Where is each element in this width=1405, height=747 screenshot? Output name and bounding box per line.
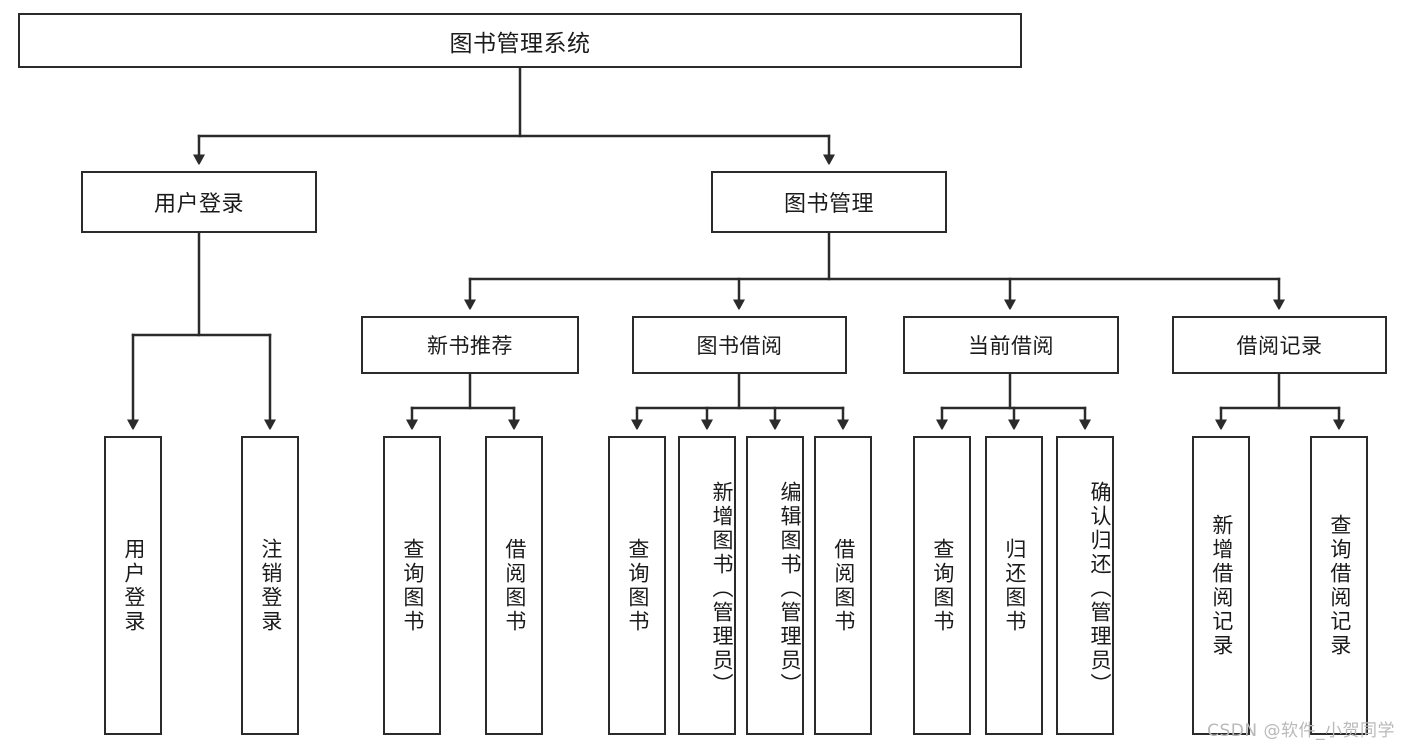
node-leaf-user-login[interactable]: 用户登录	[104, 436, 162, 735]
node-leaf-query-book-current[interactable]: 查询图书	[913, 436, 971, 735]
node-leaf-edit-book-admin[interactable]: 编辑图书（管理员）	[746, 436, 804, 735]
node-book-borrow[interactable]: 图书借阅	[632, 316, 847, 374]
node-book-management[interactable]: 图书管理	[711, 171, 947, 233]
node-leaf-query-book-rec[interactable]: 查询图书	[383, 436, 441, 735]
node-user-login[interactable]: 用户登录	[81, 171, 317, 233]
node-leaf-query-borrow-record[interactable]: 查询借阅记录	[1310, 436, 1368, 735]
node-leaf-logout[interactable]: 注销登录	[241, 436, 299, 735]
node-leaf-query-book[interactable]: 查询图书	[608, 436, 666, 735]
node-new-book-recommend[interactable]: 新书推荐	[361, 316, 579, 374]
node-leaf-borrow-book-rec[interactable]: 借阅图书	[485, 436, 543, 735]
node-leaf-confirm-return-admin[interactable]: 确认归还（管理员）	[1056, 436, 1114, 735]
node-root[interactable]: 图书管理系统	[18, 13, 1022, 68]
node-borrow-record[interactable]: 借阅记录	[1172, 316, 1387, 374]
node-current-borrow[interactable]: 当前借阅	[903, 316, 1119, 374]
node-leaf-add-borrow-record[interactable]: 新增借阅记录	[1192, 436, 1250, 735]
csdn-watermark: CSDN @软件_小贺同学	[1207, 721, 1395, 741]
node-leaf-return-book[interactable]: 归还图书	[985, 436, 1043, 735]
node-leaf-borrow-book[interactable]: 借阅图书	[814, 436, 872, 735]
node-leaf-add-book-admin[interactable]: 新增图书（管理员）	[678, 436, 736, 735]
